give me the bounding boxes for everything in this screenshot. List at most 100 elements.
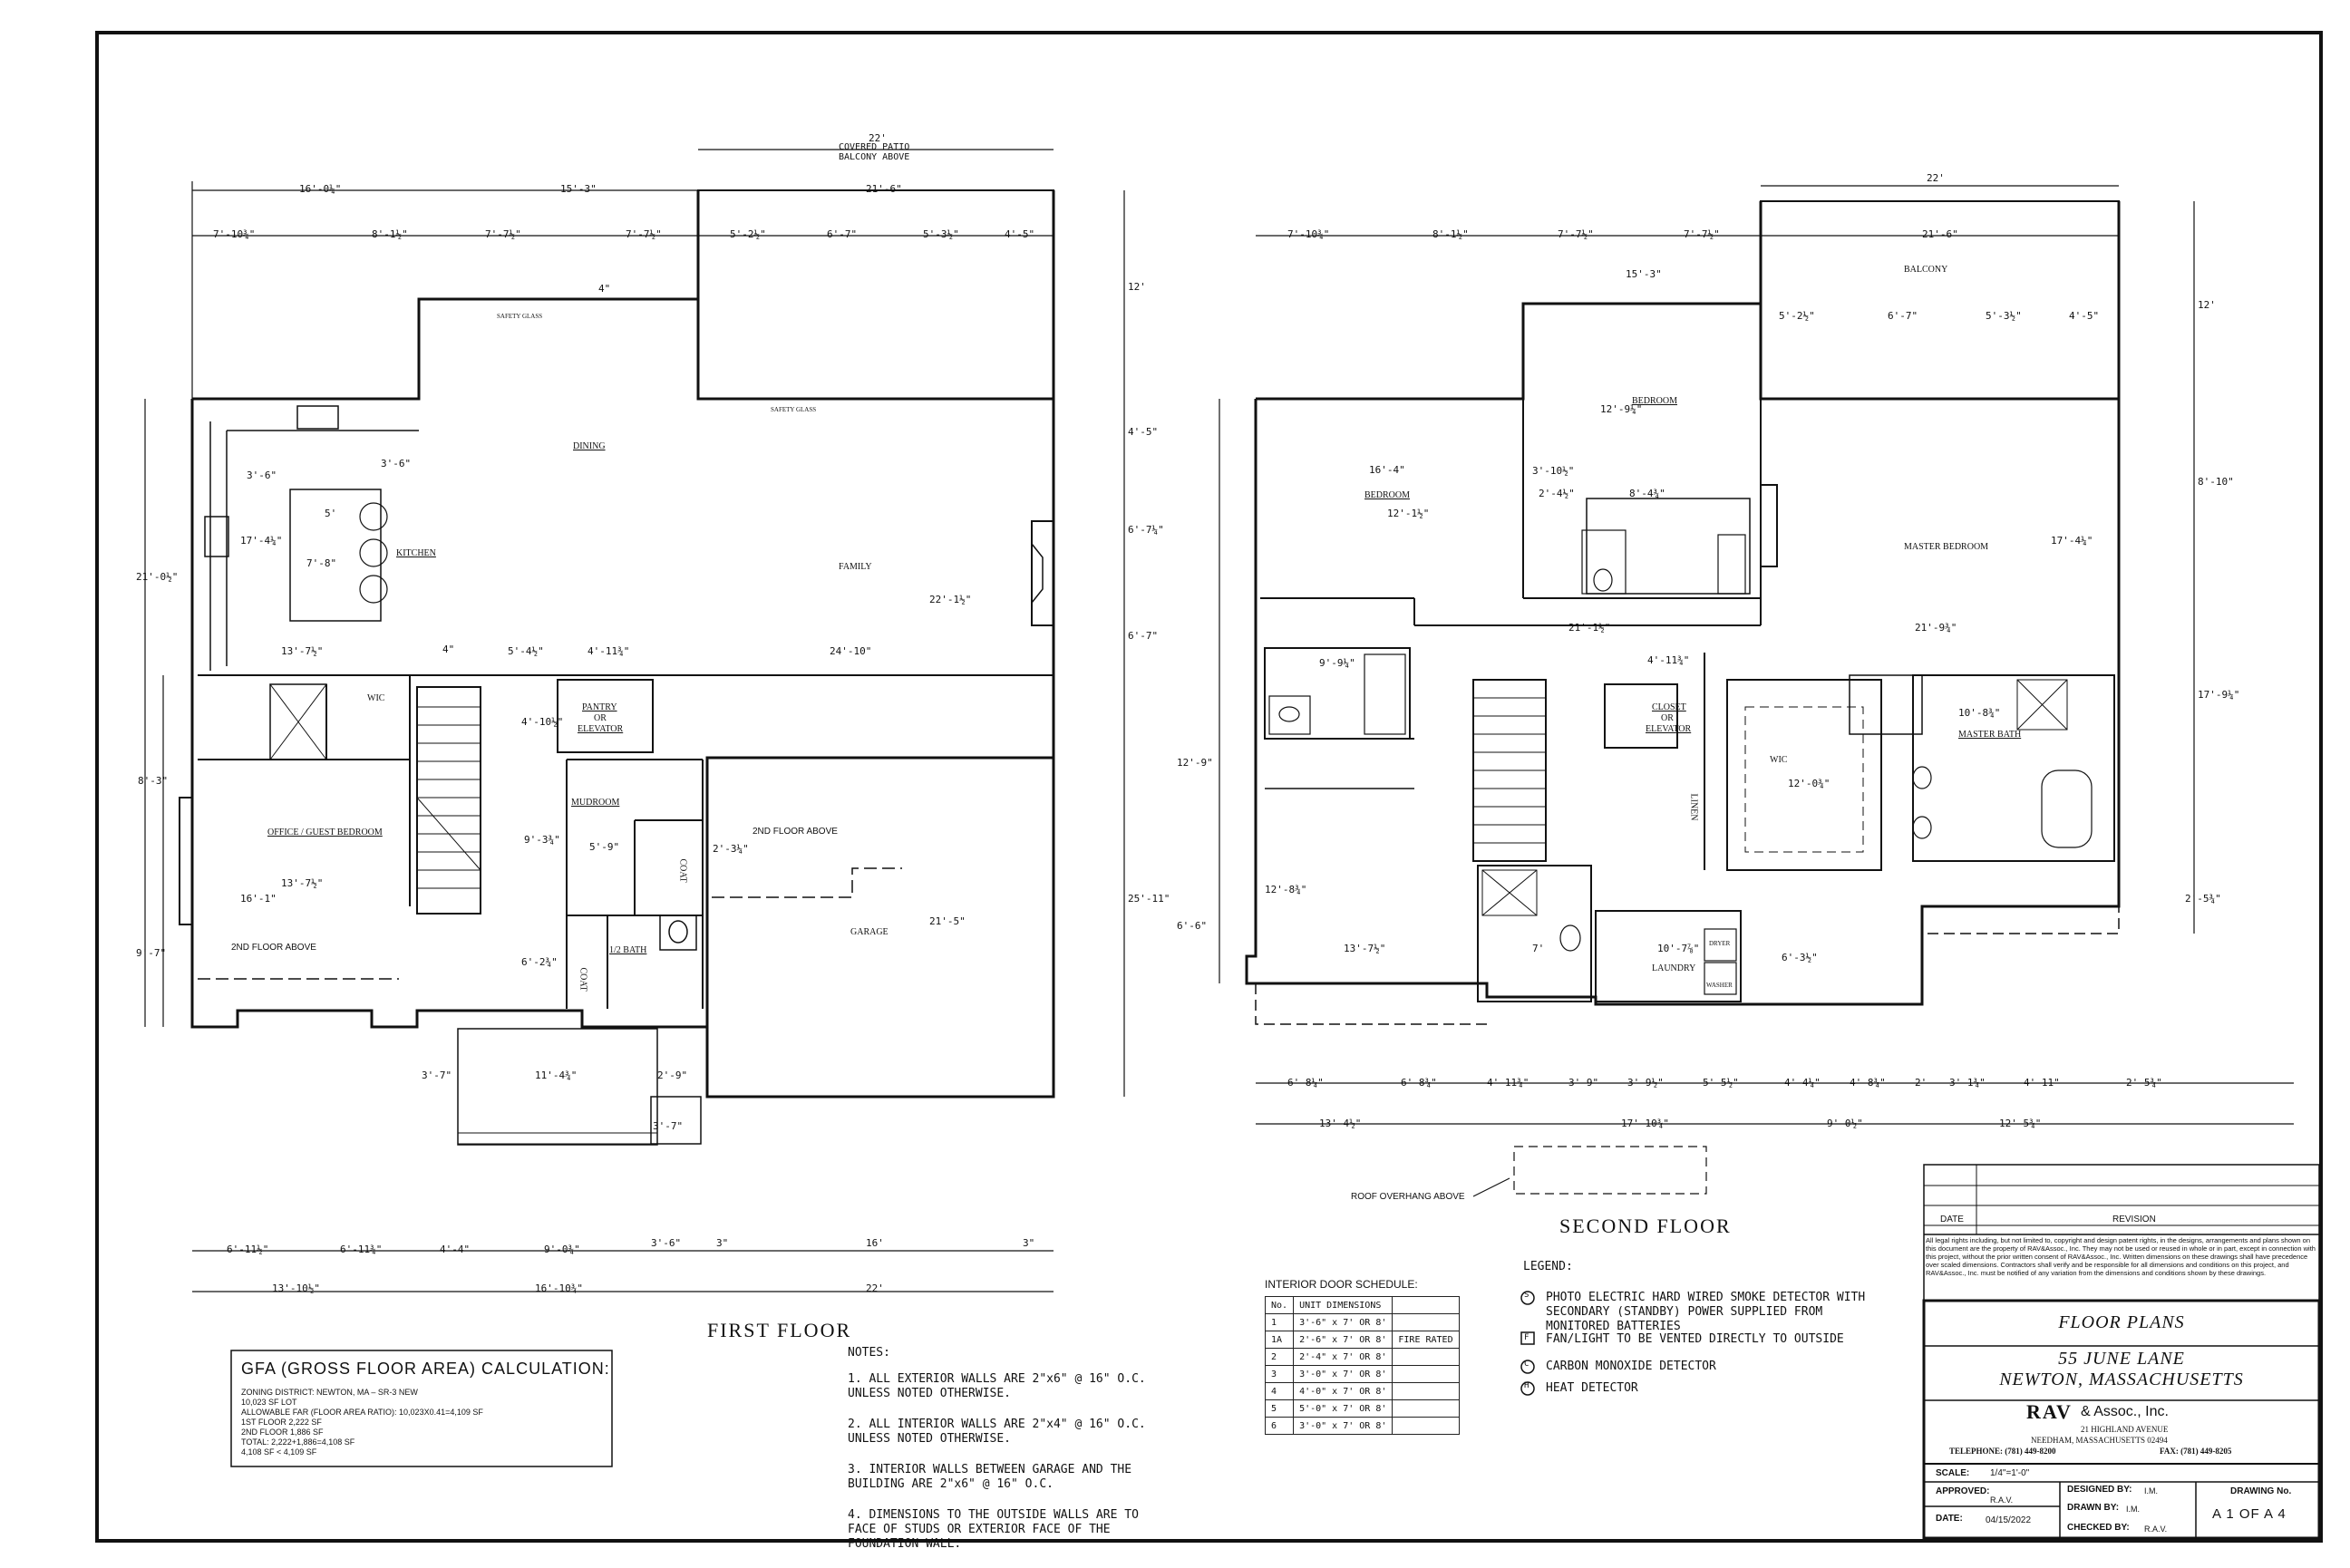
dim: 13'-7½": [281, 877, 324, 889]
dim: 3'-6": [651, 1237, 682, 1249]
note-item: 1. ALL EXTERIOR WALLS ARE 2"x6" @ 16" O.…: [848, 1372, 1146, 1400]
door-no: 5: [1264, 1399, 1295, 1418]
safety-glass-label: SAFETY GLASS: [771, 406, 817, 413]
dim: 6'-7": [827, 228, 858, 240]
notes-section: NOTES: 1. ALL EXTERIOR WALLS ARE 2"x6" @…: [848, 1346, 1174, 1568]
revision-header: REVISION: [2112, 1215, 2156, 1224]
dim: 13'-10½": [272, 1282, 320, 1294]
note-item: 4. DIMENSIONS TO THE OUTSIDE WALLS ARE T…: [848, 1508, 1139, 1551]
dim: 9'-9¼": [1319, 657, 1355, 669]
door-dim: 2'-4" x 7' OR 8': [1293, 1348, 1393, 1366]
dim: 4'-5": [1005, 228, 1035, 240]
room-coat-1: COAT: [677, 858, 688, 883]
table-row: 5 5'-0" x 7' OR 8': [1264, 1399, 1460, 1418]
dim: 6'-6": [1177, 920, 1208, 932]
dim: 5'-9": [589, 841, 620, 853]
dim: 6'-8¼": [1287, 1077, 1324, 1089]
sheet-title: FLOOR PLANS: [2058, 1312, 2185, 1332]
col-header: [1392, 1296, 1460, 1314]
heat-detector-icon: H: [1524, 1381, 1529, 1390]
dim: 8'-1½": [1432, 228, 1469, 240]
door-note: [1392, 1399, 1460, 1418]
room-kitchen: KITCHEN: [396, 548, 436, 558]
dim: 3'-6": [381, 458, 412, 469]
second-floor-plan: [1219, 185, 2294, 1197]
note-item: 3. INTERIOR WALLS BETWEEN GARAGE AND THE…: [848, 1463, 1132, 1491]
dim: 3": [716, 1237, 729, 1249]
dim: 9'-0½": [1827, 1118, 1863, 1129]
room-master-bedroom: MASTER BEDROOM: [1904, 542, 1989, 552]
dim: 4'-10½": [521, 716, 564, 728]
dim: 21'-5": [929, 915, 966, 927]
firm-name: & Assoc., Inc.: [2081, 1404, 2169, 1419]
scale-label: SCALE:: [1936, 1468, 1970, 1478]
dim: 6'-7¼": [1128, 524, 1164, 536]
door-no: 6: [1264, 1417, 1295, 1435]
dim: 10'-8¾": [1958, 707, 2001, 719]
dim: 4'-11¾": [1647, 654, 1690, 666]
door-dim: 4'-0" x 7' OR 8': [1293, 1382, 1393, 1400]
dim: 8'-1½": [372, 228, 408, 240]
dim: 3'-10½": [1532, 465, 1575, 477]
roof-overhang-label: ROOF OVERHANG ABOVE: [1351, 1192, 1465, 1202]
dim: 3'-6": [247, 469, 277, 481]
room-dryer: DRYER: [1709, 940, 1731, 947]
dim: 6'-11½": [227, 1244, 269, 1255]
door-note: [1392, 1382, 1460, 1400]
door-note: [1392, 1348, 1460, 1366]
dim: 12'-1½": [1387, 508, 1430, 519]
dim: 9'-7": [136, 947, 167, 959]
first-floor-title: FIRST FLOOR: [707, 1319, 852, 1341]
gfa-line: ZONING DISTRICT: NEWTON, MA – SR-3 NEW: [241, 1388, 418, 1397]
dim: 16'-0¼": [299, 183, 342, 195]
dim: 22': [869, 132, 887, 144]
dim: 4": [442, 644, 455, 655]
room-balcony: BALCONY: [1904, 265, 1948, 275]
door-note: FIRE RATED: [1392, 1331, 1460, 1349]
door-no: 2: [1264, 1348, 1295, 1366]
door-dim: 3'-0" x 7' OR 8': [1293, 1417, 1393, 1435]
checked-by-value: R.A.V.: [2144, 1524, 2168, 1534]
dim: 12': [1128, 281, 1146, 293]
door-note: [1392, 1313, 1460, 1331]
dim: 8'-10": [2198, 476, 2234, 488]
dim-label: COVERED PATIO: [839, 142, 910, 152]
dim: 22': [866, 1282, 884, 1294]
dim: 2'-5¾": [2126, 1077, 2162, 1089]
dim: 7'-8": [306, 557, 337, 569]
dim: 11'-4¾": [535, 1070, 578, 1081]
dim: 3'-9½": [1627, 1077, 1664, 1089]
gfa-line: 4,108 SF < 4,109 SF: [241, 1447, 317, 1457]
firm-address-2: NEEDHAM, MASSACHUSETTS 02494: [2031, 1436, 2168, 1445]
dim: 6'-11¾": [340, 1244, 383, 1255]
dim: 12'-9¼": [1600, 403, 1643, 415]
col-header: UNIT DIMENSIONS: [1293, 1296, 1393, 1314]
date-header: DATE: [1940, 1215, 1964, 1224]
legal-notice: All legal rights including, but not limi…: [1926, 1236, 2316, 1277]
drawing-number-value: A 1 OF A 4: [2212, 1506, 2287, 1522]
dim: 16'-1": [240, 893, 277, 905]
dim: 4'-5": [1128, 426, 1159, 438]
dim: 4'-5": [2069, 310, 2100, 322]
dim: 7'-10¾": [1287, 228, 1330, 240]
dim: 4'-11": [2024, 1077, 2060, 1089]
gfa-line: TOTAL: 2,222+1,886=4,108 SF: [241, 1437, 355, 1447]
dim: 22': [1927, 172, 1945, 184]
dim: 4'-11¾": [1487, 1077, 1529, 1089]
gfa-line: ALLOWABLE FAR (FLOOR AREA RATIO): 10,023…: [241, 1408, 483, 1417]
firm-address-1: 21 HIGHLAND AVENUE: [2081, 1425, 2169, 1434]
dim: 7': [1532, 943, 1545, 954]
dim: 17'-4¼": [2051, 535, 2093, 547]
legend-heat-detector: HEAT DETECTOR: [1546, 1381, 1638, 1395]
dim: 25'-11": [1128, 893, 1170, 905]
legend-title: LEGEND:: [1523, 1260, 1573, 1273]
room-pantry-or: OR: [594, 713, 607, 723]
fan-light-icon: F: [1524, 1333, 1529, 1342]
project-address-line2: NEWTON, MASSACHUSETTS: [1999, 1370, 2244, 1389]
dim: 21'-6": [1922, 228, 1958, 240]
dim: 13'-7½": [1344, 943, 1386, 954]
dim: 7'-7½": [626, 228, 662, 240]
notes-title: NOTES:: [848, 1346, 890, 1360]
firm-logo: RAV: [2026, 1400, 2073, 1423]
dim: 5'-4½": [508, 645, 544, 657]
